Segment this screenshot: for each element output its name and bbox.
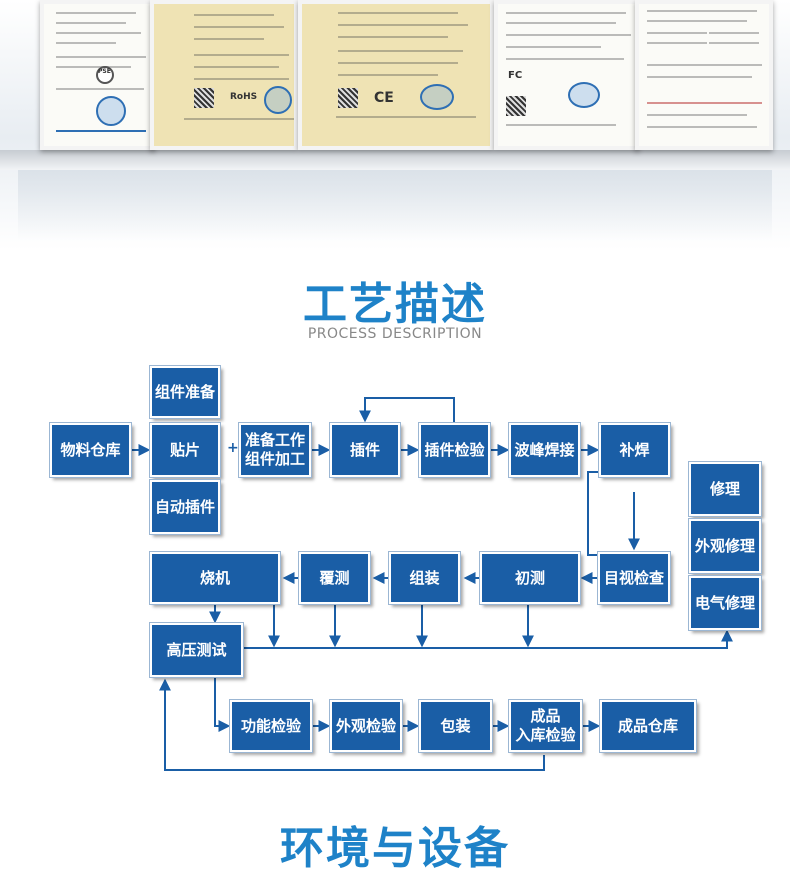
env-title: 环境与设备 (0, 812, 790, 876)
step-hipot-test: 高压测试 (150, 623, 243, 677)
step-cover-test: 覆测 (299, 552, 370, 604)
step-auto-insert: 自动插件 (150, 480, 220, 534)
step-insert: 插件 (330, 423, 400, 477)
step-insert-check: 插件检验 (419, 423, 490, 477)
step-burn-in: 烧机 (150, 552, 280, 604)
step-touch-solder: 补焊 (599, 423, 670, 477)
step-packing: 包装 (419, 700, 492, 752)
step-smt: 贴片 (150, 423, 220, 477)
step-function-check: 功能检验 (230, 700, 312, 752)
step-component-prep: 组件准备 (150, 366, 220, 418)
step-finished-store: 成品仓库 (600, 700, 696, 752)
plus-sign: + (227, 440, 239, 456)
step-repair: 修理 (689, 462, 761, 516)
step-electrical-repair: 电气修理 (689, 576, 761, 630)
step-wave-solder: 波峰焊接 (509, 423, 580, 477)
step-initial-test: 初测 (480, 552, 580, 604)
step-prep-work: 准备工作 组件加工 (239, 423, 311, 477)
step-appearance-check: 外观检验 (330, 700, 402, 752)
step-material-store: 物料仓库 (50, 423, 131, 477)
step-assembly: 组装 (389, 552, 460, 604)
step-visual-inspect: 目视检查 (598, 552, 670, 604)
step-final-check: 成品 入库检验 (509, 700, 582, 752)
step-visual-repair: 外观修理 (689, 519, 761, 573)
